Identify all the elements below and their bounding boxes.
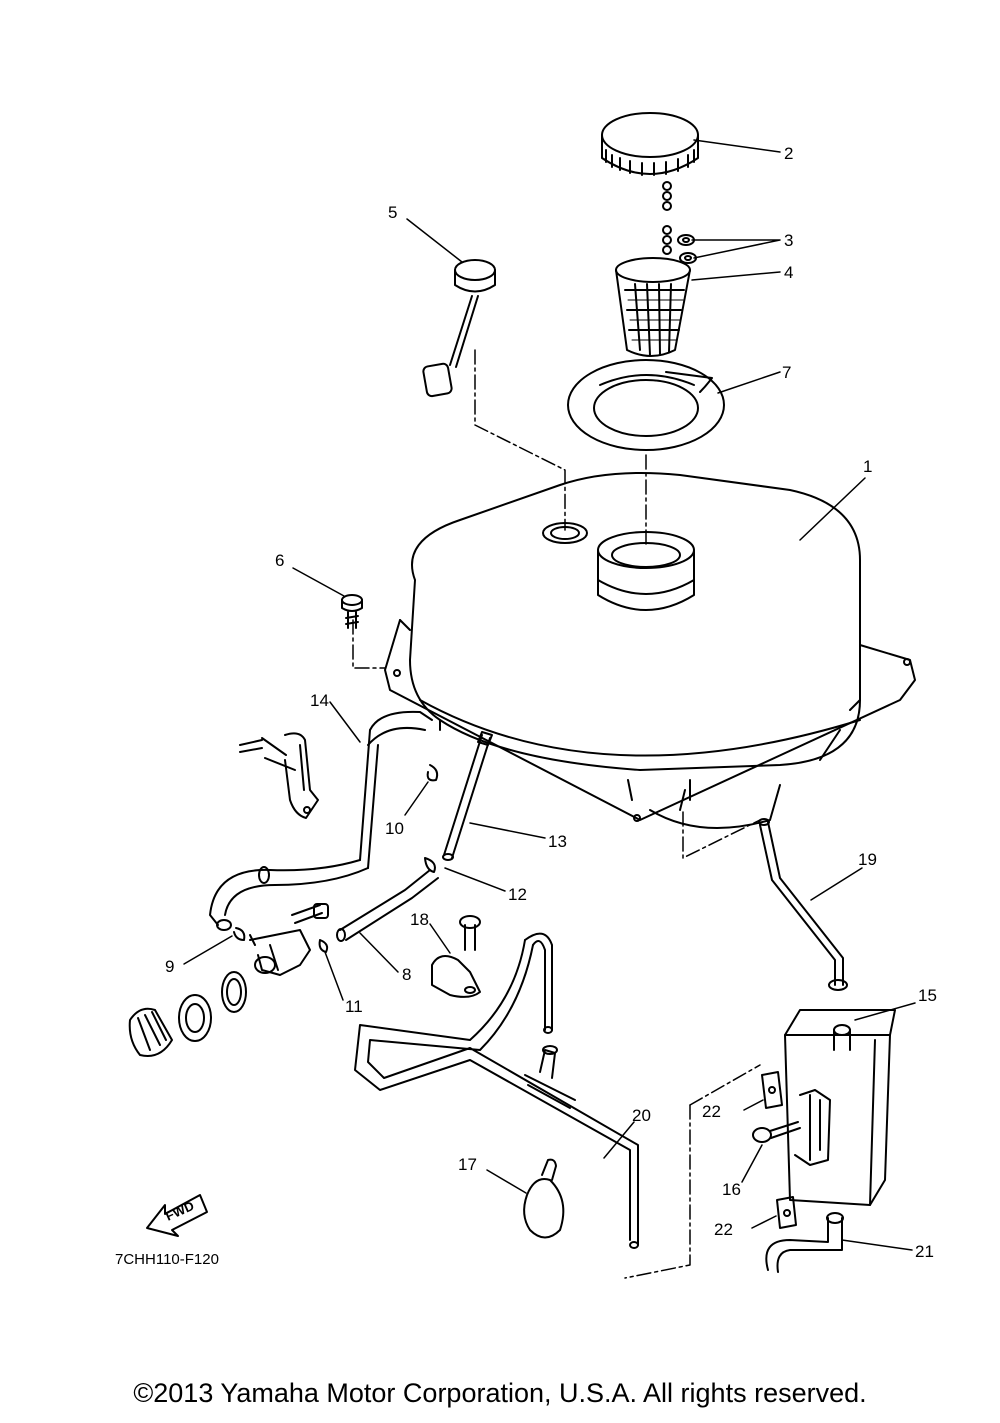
label-part-9: 9 — [165, 957, 174, 976]
hose-clamp-bracket — [431, 915, 481, 998]
label-part-10: 10 — [385, 819, 404, 838]
filler-collar — [567, 359, 725, 451]
label-part-22b: 22 — [714, 1220, 733, 1239]
drawing-code: 7CHH110-F120 — [115, 1251, 219, 1268]
fuel-tank — [384, 472, 916, 829]
label-part-18: 18 — [410, 910, 429, 929]
label-part-13: 13 — [548, 832, 567, 851]
label-part-22a: 22 — [702, 1102, 721, 1121]
label-part-12: 12 — [508, 885, 527, 904]
vent-hose — [354, 932, 639, 1249]
fuel-hose — [442, 731, 493, 861]
label-part-20: 20 — [632, 1106, 651, 1125]
drain-hose — [765, 1212, 844, 1273]
leader-lines — [183, 139, 916, 1251]
label-part-6: 6 — [275, 551, 284, 570]
gasket — [677, 234, 697, 264]
breather-hose — [209, 710, 433, 931]
bolt — [341, 594, 363, 629]
label-part-21: 21 — [915, 1242, 934, 1261]
charcoal-canister — [784, 1009, 896, 1206]
fuel-strainer — [615, 257, 691, 357]
mount-bracket — [239, 732, 319, 819]
label-part-19: 19 — [858, 850, 877, 869]
label-part-16: 16 — [722, 1180, 741, 1199]
label-part-1: 1 — [863, 457, 872, 476]
clip — [761, 1071, 797, 1229]
hose-clamp — [523, 1158, 565, 1239]
label-part-15: 15 — [918, 986, 937, 1005]
hose-clamps — [233, 857, 436, 953]
copyright-notice: ©2013 Yamaha Motor Corporation, U.S.A. A… — [133, 1378, 867, 1408]
fuel-cock — [128, 903, 329, 1057]
label-part-17: 17 — [458, 1155, 477, 1174]
fwd-arrow-icon — [146, 1194, 208, 1237]
label-part-7: 7 — [782, 363, 791, 382]
label-part-4: 4 — [784, 263, 793, 282]
t-joint — [524, 1045, 576, 1109]
assembly-lines — [352, 349, 761, 1279]
canister-hose — [758, 818, 848, 991]
fuel-gauge — [422, 259, 496, 398]
label-part-11: 11 — [345, 997, 363, 1016]
label-part-8: 8 — [402, 965, 411, 984]
fuel-cap — [601, 112, 699, 255]
screw — [752, 1121, 801, 1143]
hose-clip — [426, 764, 439, 782]
fuel-hose-short — [336, 869, 439, 942]
label-part-14: 14 — [310, 691, 329, 710]
label-part-3: 3 — [784, 231, 793, 250]
label-part-2: 2 — [784, 144, 793, 163]
label-part-5: 5 — [388, 203, 397, 222]
